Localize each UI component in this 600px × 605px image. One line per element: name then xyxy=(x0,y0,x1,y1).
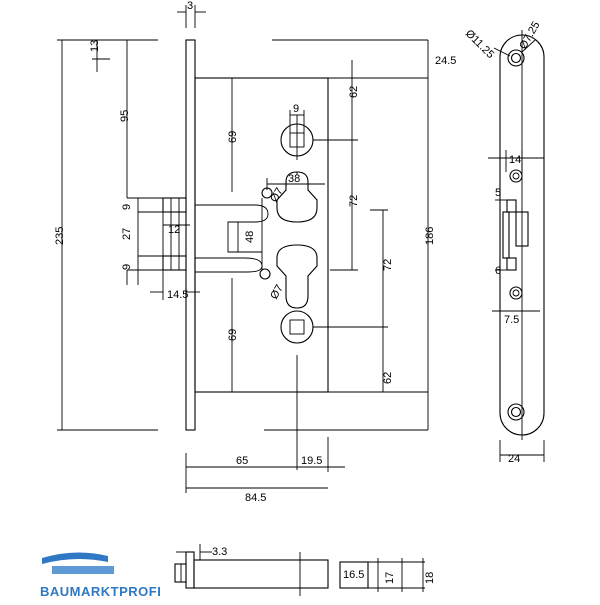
dim-forend-24: 24 xyxy=(508,453,520,465)
dim-17: 17 xyxy=(384,572,396,584)
dim-19-5: 19.5 xyxy=(301,455,322,467)
dim-latch-9-upper: 9 xyxy=(121,204,133,210)
dim-forend-7-5: 7.5 xyxy=(504,314,519,326)
dim-186: 186 xyxy=(424,227,436,245)
dim-65: 65 xyxy=(236,455,248,467)
latch-opening-top xyxy=(506,199,517,213)
follower-hole-bottom-icon xyxy=(509,286,523,300)
bottom-forend xyxy=(185,551,195,589)
forend-view xyxy=(488,30,545,462)
dim-235: 235 xyxy=(54,227,66,245)
brand-logo: BAUMARKTPROFI xyxy=(40,552,161,599)
bottom-side-profile xyxy=(339,561,369,589)
dim-3-3: 3.3 xyxy=(212,546,227,558)
dim-69-bottom: 69 xyxy=(227,329,239,341)
bottom-case xyxy=(193,559,329,589)
dim-48: 48 xyxy=(244,231,256,243)
latch-mechanism xyxy=(195,204,269,253)
dim-forend-5: 5 xyxy=(495,187,501,199)
follower-hole-top-icon xyxy=(509,169,523,183)
cylinder-cutout-lower-icon xyxy=(276,244,318,309)
lock-case xyxy=(194,77,329,393)
dim-top-offset: 13 xyxy=(89,40,101,52)
dim-forend-thickness: 3 xyxy=(187,0,193,12)
dim-forend-6: 6 xyxy=(495,265,501,277)
dim-dia-11-25: Ø11.25 xyxy=(463,28,496,61)
dim-62-top: 62 xyxy=(348,86,360,98)
logo-roof-icon xyxy=(42,552,108,564)
dim-72-lower: 72 xyxy=(382,259,394,271)
dim-69-top: 69 xyxy=(227,131,239,143)
latch-bolt-lower xyxy=(162,255,187,271)
latch-bolt-upper xyxy=(162,197,187,213)
dim-72-upper: 72 xyxy=(348,195,360,207)
follower-bottom-icon xyxy=(280,310,314,344)
logo-text: BAUMARKTPROFI xyxy=(40,584,161,599)
dim-forend-14: 14 xyxy=(509,154,521,166)
bottom-view xyxy=(174,544,425,596)
dim-latch-12: 12 xyxy=(168,224,180,236)
dim-dia-7-bottom: Ø7 xyxy=(268,283,286,302)
dim-dia-7-top: Ø7 xyxy=(268,186,286,205)
dim-backset-38: 38 xyxy=(288,173,300,185)
dim-latch-27: 27 xyxy=(121,228,133,240)
screw-hole-bottom-icon xyxy=(507,403,525,421)
square-spindle-bottom-icon xyxy=(289,319,305,335)
dim-latch-14-5: 14.5 xyxy=(167,289,188,301)
bottom-view-dimensions: 3.3 16.5 17 18 xyxy=(212,546,436,584)
dim-84-5: 84.5 xyxy=(245,492,266,504)
dim-latch-9-lower: 9 xyxy=(121,264,133,270)
screw-hole-top-icon xyxy=(507,49,525,67)
dim-18: 18 xyxy=(424,572,436,584)
cylinder-cutout-upper-icon xyxy=(276,171,318,223)
dim-width-9: 9 xyxy=(293,103,299,115)
dim-62-bottom: 62 xyxy=(382,372,394,384)
front-view-dimensions: 3 13 95 235 9 27 9 12 14.5 69 69 9 38 Ø7… xyxy=(54,0,456,504)
hole-lower-icon xyxy=(259,268,271,280)
dim-95: 95 xyxy=(119,110,131,122)
forend-plate xyxy=(185,39,196,431)
latch-slot xyxy=(502,211,510,259)
front-view xyxy=(57,5,429,493)
dim-24-5: 24.5 xyxy=(435,55,456,67)
bottom-latch xyxy=(174,563,187,583)
dim-16-5: 16.5 xyxy=(343,569,364,581)
latch-opening-bottom xyxy=(506,257,517,271)
logo-bar-icon xyxy=(52,566,114,574)
